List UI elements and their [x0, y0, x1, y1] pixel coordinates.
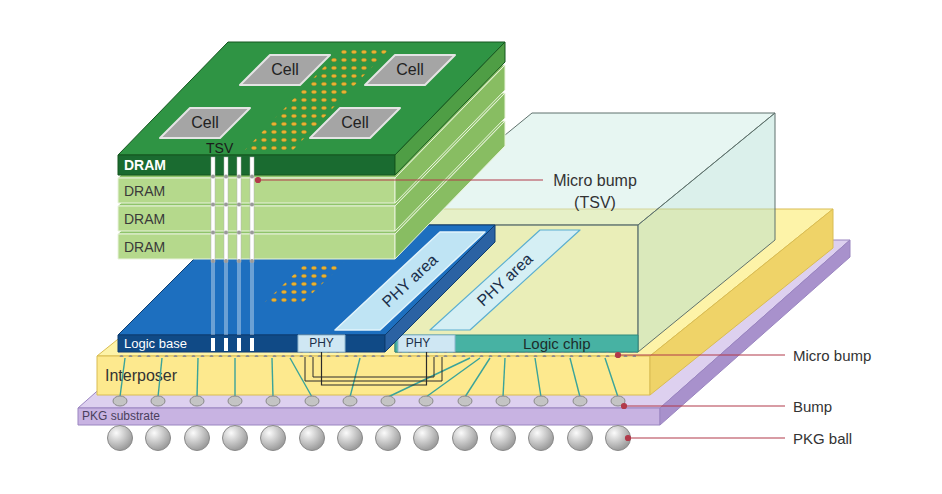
phy-face [298, 335, 345, 352]
dram-die-label: DRAM [124, 156, 194, 174]
front-face [118, 178, 395, 203]
package-substrate-label: PKG substrate [82, 409, 202, 424]
phy-area-face [430, 230, 580, 330]
front-face [118, 234, 395, 259]
front-face [97, 356, 650, 395]
callout-label: Micro bump [793, 346, 913, 366]
cell-face [310, 108, 400, 138]
phy-block-label: PHY [298, 335, 345, 352]
cell-face [160, 108, 250, 138]
phy-block-label: PHY [398, 335, 438, 352]
memory-cell: Cell [365, 55, 455, 85]
logic-chip-label: Logic chip [523, 335, 633, 352]
front-face [118, 335, 385, 352]
memory-cell: Cell [310, 108, 400, 138]
front-face [118, 206, 395, 231]
interposer-label: Interposer [105, 366, 225, 386]
side-face [650, 209, 833, 395]
dram-die-label: DRAM [124, 182, 194, 200]
dram-die-label: DRAM [124, 238, 194, 256]
dram-die: DRAMCellCellCellCell [118, 42, 505, 175]
dram-die-label: DRAM [124, 210, 194, 228]
front-face [78, 408, 660, 425]
phy-block: PHY [398, 335, 455, 352]
memory-cell-label: Cell [330, 114, 380, 132]
logic-chip-die [395, 335, 638, 352]
package-balls [108, 426, 631, 451]
memory-cell: Cell [240, 55, 330, 85]
phy-block: PHY [298, 335, 345, 352]
logic-base-die-label: Logic base [124, 336, 214, 352]
callout-label: Micro bump (TSV) [545, 170, 645, 214]
part-label: TSV [206, 140, 246, 156]
cell-face [365, 55, 455, 85]
top-face [78, 240, 850, 408]
phy-face [398, 335, 455, 352]
front-face [395, 225, 638, 352]
cell-face [240, 55, 330, 85]
front-face [118, 155, 395, 175]
memory-cell-label: Cell [385, 61, 435, 79]
memory-cell: Cell [160, 108, 250, 138]
callout-label: PKG ball [793, 429, 913, 449]
memory-cell-label: Cell [260, 61, 310, 79]
memory-cell-label: Cell [180, 114, 230, 132]
side-face [660, 240, 850, 425]
callout-label: Bump [793, 397, 913, 417]
